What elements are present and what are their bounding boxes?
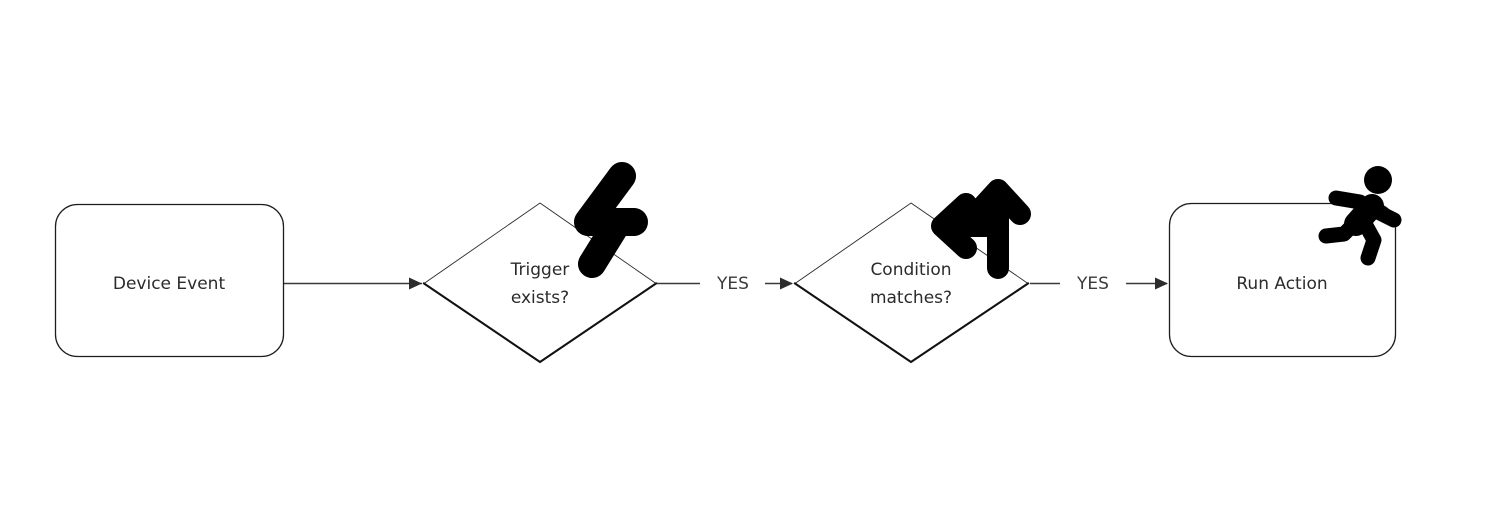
branch-fork-arrows-icon [931, 179, 1031, 279]
node-device-event[interactable]: Device Event [54, 203, 285, 358]
branch-fork-arrows-icon-up-head [965, 179, 1031, 225]
arrowhead-1 [409, 277, 422, 290]
edge-trigger-to-condition: YES [657, 274, 793, 294]
trigger-exists-label-line-2: exists? [511, 288, 569, 308]
running-person-icon [1318, 166, 1402, 266]
arrowhead-3 [1155, 277, 1168, 290]
running-person-icon-head [1364, 166, 1392, 194]
edge-device-event-to-trigger [284, 277, 422, 290]
running-person-icon-front-arm [1366, 202, 1402, 228]
running-person-icon-front-leg [1356, 214, 1382, 266]
trigger-exists-label-line-1: Trigger [510, 260, 570, 280]
device-event-label: Device Event [113, 274, 226, 294]
running-person-icon-rear-leg [1318, 212, 1366, 244]
trigger-exists-shape-emphasis [422, 282, 658, 364]
edge-label-yes-1: YES [716, 274, 749, 294]
edge-condition-to-run-action: YES [1030, 274, 1168, 294]
branch-fork-arrows-icon-left-head [931, 193, 977, 259]
arrowhead-2 [780, 277, 793, 290]
node-trigger-exists[interactable]: Trigger exists? [422, 202, 658, 364]
running-person-icon-back-arm [1328, 190, 1368, 210]
lightning-bolt-icon [574, 162, 648, 278]
device-event-shape[interactable] [54, 203, 285, 358]
run-action-label: Run Action [1236, 274, 1327, 294]
condition-matches-label-line-1: Condition [870, 260, 951, 280]
edge-label-yes-2: YES [1076, 274, 1109, 294]
condition-matches-shape-emphasis [793, 282, 1030, 364]
condition-matches-label-line-2: matches? [870, 288, 952, 308]
